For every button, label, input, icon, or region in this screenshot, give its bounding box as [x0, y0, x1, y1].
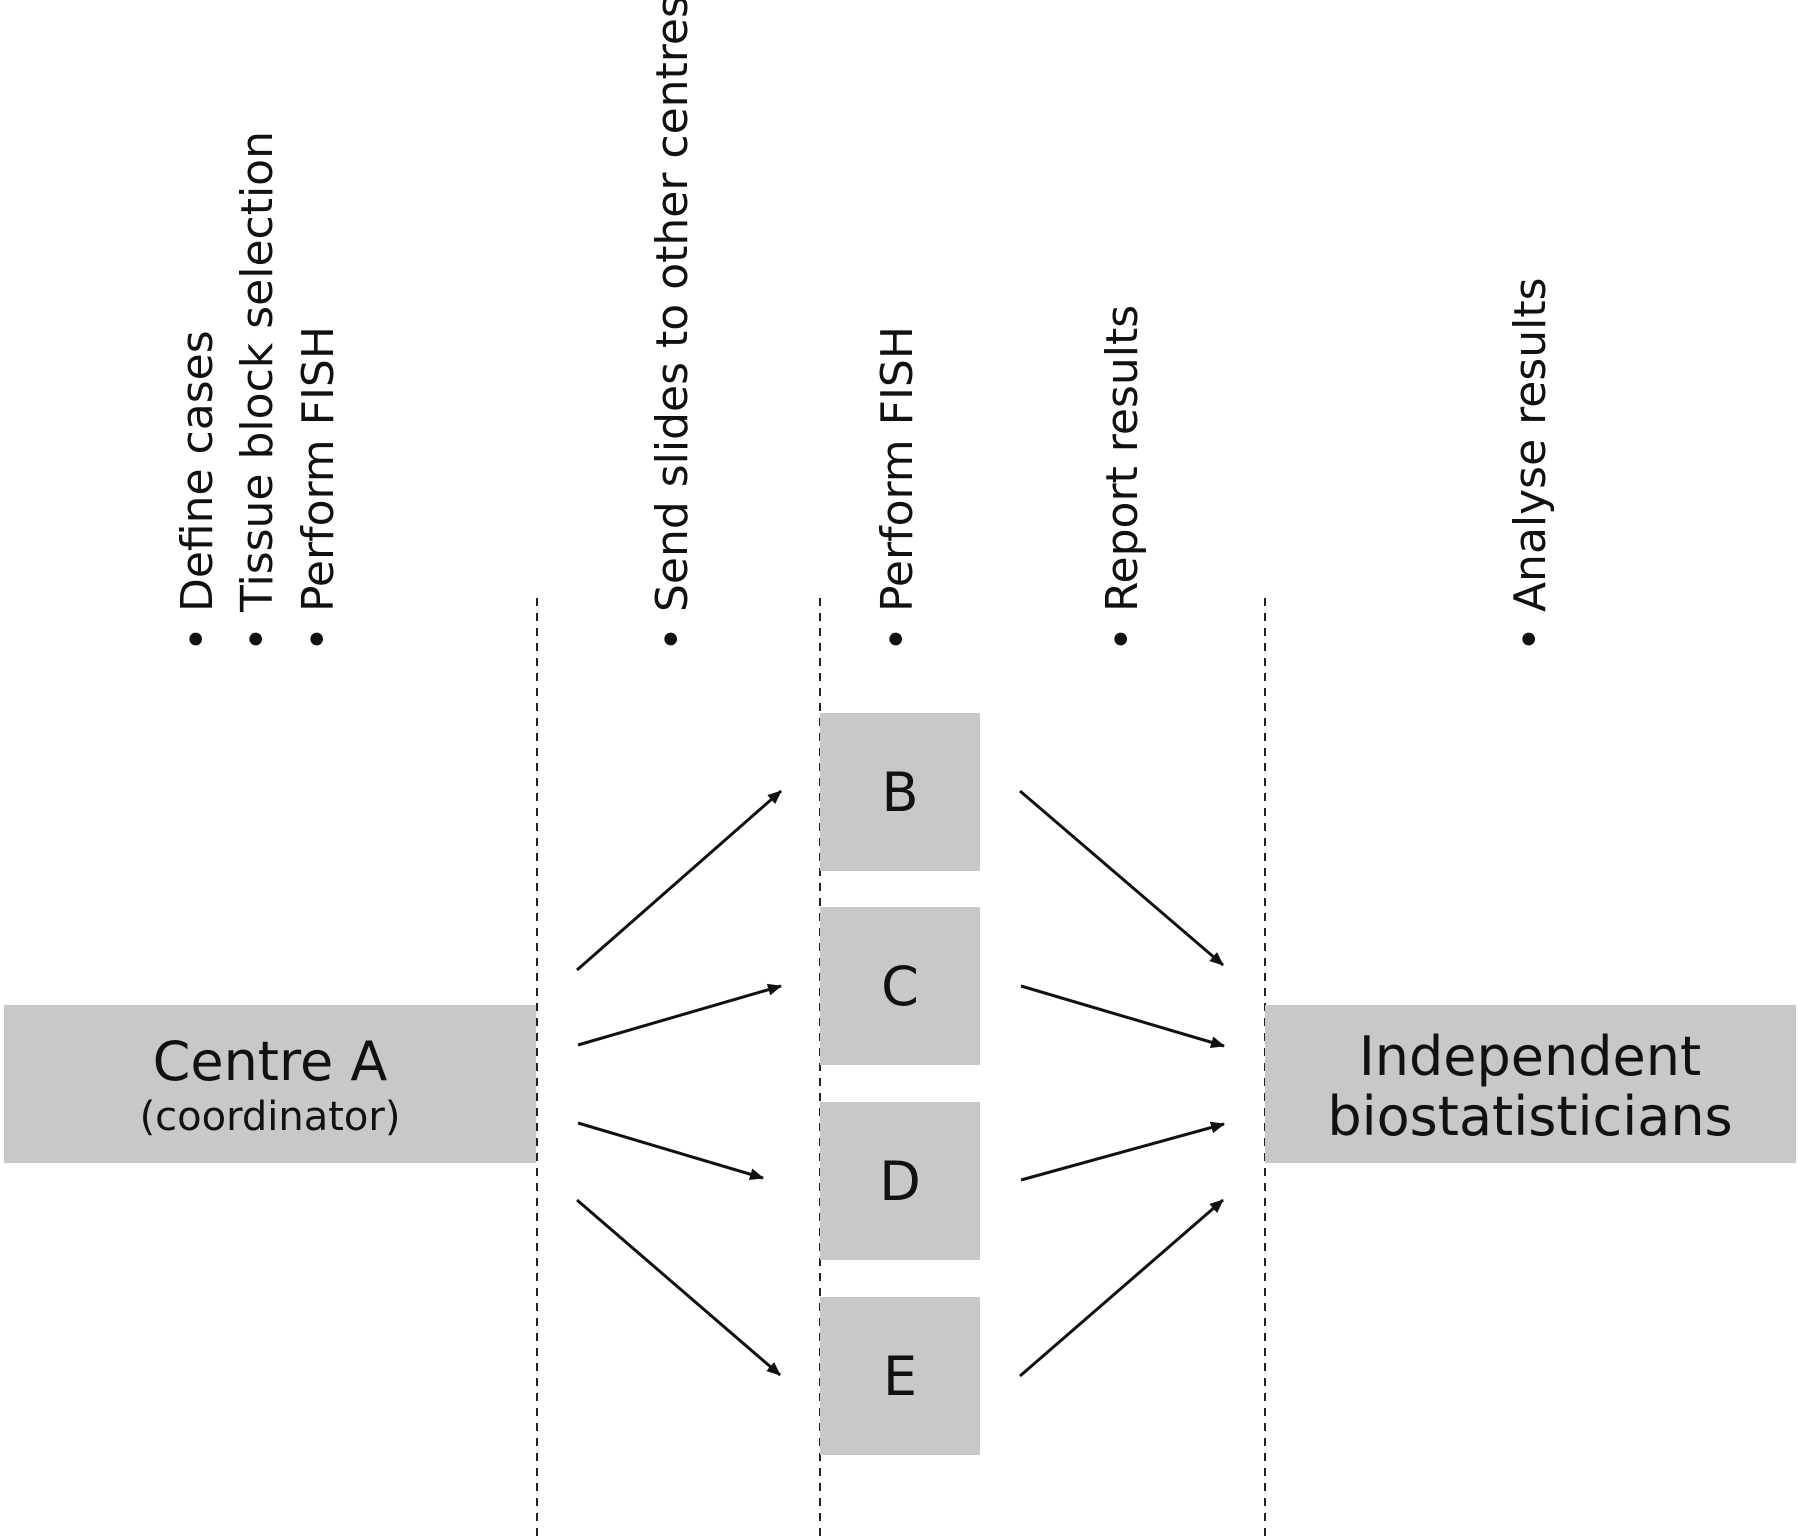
arrow-a-to-c [577, 983, 782, 1047]
centre-a-title: Centre A [153, 1030, 388, 1093]
centre-label-b: B [881, 761, 918, 824]
arrow-d-to-biostat [1020, 1121, 1225, 1182]
step-perform-fish: • Perform FISH [872, 326, 923, 652]
centre-a-box: Centre A (coordinator) [4, 1005, 536, 1163]
arrow-c-to-biostat [1020, 984, 1225, 1049]
arrow-e-to-biostat [1019, 1198, 1224, 1378]
centre-box-b: B [820, 713, 980, 871]
arrow-a-to-b [576, 789, 782, 972]
centre-label-c: C [881, 955, 919, 1018]
step-send-slides: • Send slides to other centres [647, 0, 698, 652]
step-report-results: • Report results [1097, 305, 1148, 652]
centre-label-e: E [883, 1345, 917, 1408]
centre-label-d: D [879, 1150, 921, 1213]
centre-box-d: D [820, 1102, 980, 1260]
biostatisticians-line2: biostatisticians [1327, 1085, 1732, 1148]
arrow-b-to-biostat [1019, 789, 1224, 967]
centre-box-e: E [820, 1297, 980, 1455]
centre-a-subtitle: (coordinator) [140, 1094, 401, 1140]
step-analyse-results: • Analyse results [1505, 277, 1556, 652]
centre-box-c: C [820, 907, 980, 1065]
arrow-a-to-d [577, 1121, 764, 1181]
biostatisticians-box: Independent biostatisticians [1265, 1005, 1796, 1163]
arrow-a-to-e [576, 1198, 781, 1377]
biostatisticians-line1: Independent [1359, 1025, 1701, 1088]
step-perform-fish-coordinator: • Perform FISH [293, 326, 344, 652]
step-tissue-block-selection: • Tissue block selection [232, 131, 283, 652]
step-define-cases: • Define cases [172, 330, 223, 652]
